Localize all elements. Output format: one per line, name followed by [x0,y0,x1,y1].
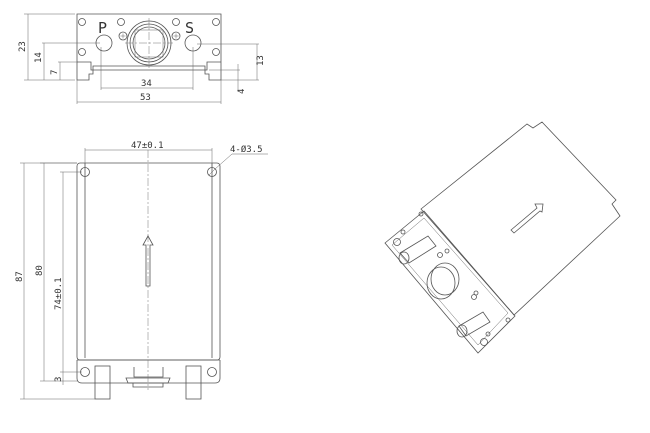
dim-53: 53 [140,93,151,103]
screw-icon [78,18,220,56]
dim-4: 4 [237,89,247,94]
dim-hole-callout: 4-Ø3.5 [230,144,263,155]
flow-arrow-icon [510,203,544,234]
mount-hole [207,367,217,377]
dim-80: 80 [35,265,45,276]
front-view: 47±0.1 4-Ø3.5 87 80 74±0.1 3 [15,141,268,400]
isometric-view [384,121,621,354]
dim-47: 47±0.1 [131,141,164,151]
port-label-p: P [98,19,107,37]
dim-14: 14 [34,52,44,63]
flow-arrow-icon [142,235,154,287]
top-view: P S 23 14 7 13 4 34 53 [18,13,266,104]
dim-13: 13 [256,55,266,66]
port-label-s: S [185,19,194,37]
dim-7: 7 [50,70,60,75]
dim-34: 34 [141,79,152,89]
dim-87: 87 [15,271,25,282]
dim-23: 23 [18,41,28,52]
screw-icon [400,211,511,337]
plus-screw-icon [118,31,181,41]
dim-3: 3 [54,377,64,382]
dim-74: 74±0.1 [54,277,64,310]
